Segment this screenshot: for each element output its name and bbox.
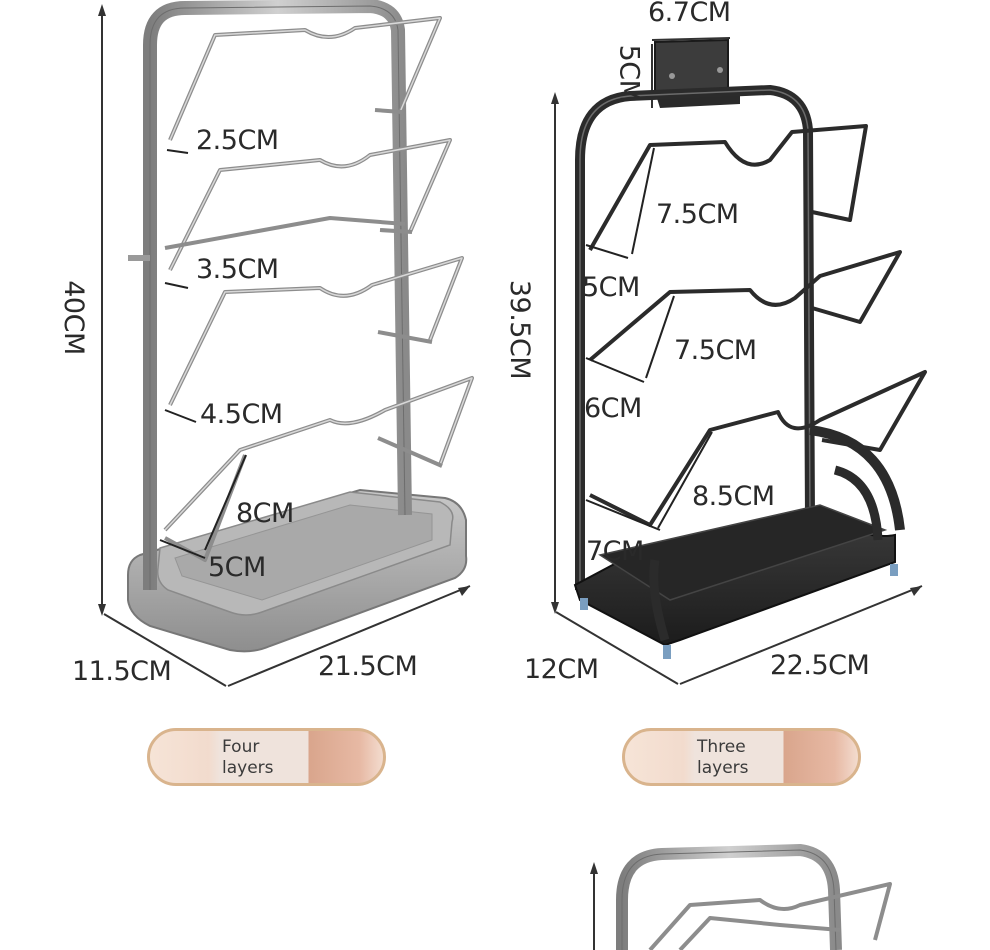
option-three-layers-label: Three layers [697, 737, 749, 778]
left-depth-label: 11.5CM [72, 656, 172, 687]
left-width-label: 21.5CM [318, 651, 418, 682]
right-spacing-label-3: 7CM [586, 536, 644, 567]
left-spacing-label-3: 4.5CM [200, 399, 283, 430]
option-four-layers-label: Four layers [222, 737, 274, 778]
right-depth-label: 12CM [524, 654, 599, 685]
right-width-label: 22.5CM [770, 650, 870, 681]
right-slot-label-1: 7.5CM [656, 199, 739, 230]
right-slot-label-3: 8.5CM [692, 481, 775, 512]
left-spacing-label-4: 5CM [208, 552, 266, 583]
option-four-layers[interactable]: Four layers [147, 728, 386, 786]
right-slot-label-2: 7.5CM [674, 335, 757, 366]
right-bracket-height-label: 5CM [613, 44, 645, 103]
three-layer-rack [551, 37, 927, 685]
right-spacing-label-2: 6CM [584, 393, 642, 424]
option-three-layers[interactable]: Three layers [622, 728, 861, 786]
right-spacing-label-1: 5CM [582, 272, 640, 303]
four-layer-rack [98, 0, 474, 687]
left-height-label: 40CM [57, 280, 89, 355]
right-height-label: 39.5CM [504, 279, 536, 380]
right-bracket-width-label: 6.7CM [648, 0, 731, 28]
partial-rack-preview [590, 843, 892, 950]
left-spacing-label-1: 2.5CM [196, 125, 279, 156]
left-slot-label: 8CM [236, 498, 294, 529]
left-spacing-label-2: 3.5CM [196, 254, 279, 285]
